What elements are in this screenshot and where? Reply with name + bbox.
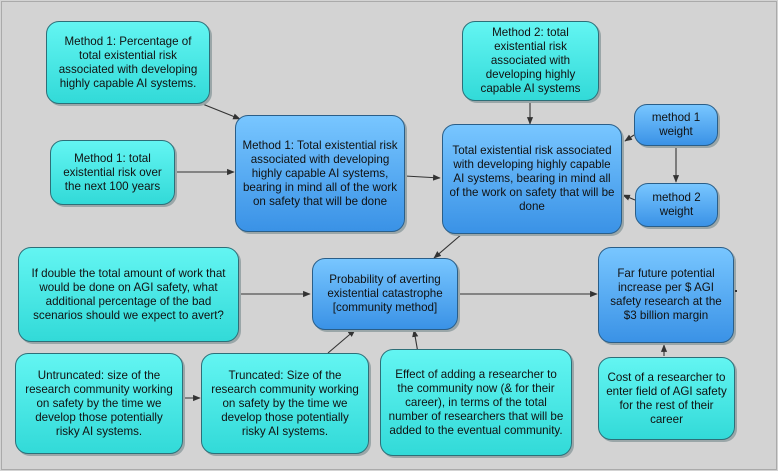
node-method2-weight[interactable]: method 2 weight — [635, 183, 718, 227]
node-total-ai-risk[interactable]: Total existential risk associated with d… — [442, 124, 622, 234]
stray-dot — [735, 290, 737, 292]
node-m1-total-ai-risk[interactable]: Method 1: Total existential risk associa… — [235, 115, 405, 232]
node-cost-researcher[interactable]: Cost of a researcher to enter field of A… — [598, 357, 735, 440]
node-far-future[interactable]: Far future potential increase per $ AGI … — [598, 247, 734, 343]
node-method1-weight[interactable]: method 1 weight — [634, 104, 718, 146]
node-m1-total-risk[interactable]: Method 1: total existential risk over th… — [50, 140, 175, 205]
arrow-method1-weight-to-total-ai-risk — [624, 134, 635, 142]
node-untruncated[interactable]: Untruncated: size of the research commun… — [15, 353, 183, 454]
node-effect-researcher[interactable]: Effect of adding a researcher to the com… — [380, 349, 572, 456]
arrow-total-ai-risk-to-probability — [433, 233, 463, 259]
arrow-truncated-to-probability — [327, 329, 356, 354]
node-truncated[interactable]: Truncated: Size of the research communit… — [201, 353, 369, 454]
node-probability-averting[interactable]: Probability of averting existential cata… — [312, 258, 458, 330]
arrow-m1-percentage-to-m1-total-ai-risk — [199, 102, 241, 120]
node-double-work[interactable]: If double the total amount of work that … — [18, 247, 239, 342]
arrow-method2-weight-to-total-ai-risk — [622, 194, 636, 201]
node-m2-total[interactable]: Method 2: total existential risk associa… — [462, 21, 599, 101]
node-m1-percentage[interactable]: Method 1: Percentage of total existentia… — [46, 21, 210, 104]
arrow-m1-total-ai-risk-to-total-ai-risk — [404, 174, 441, 181]
